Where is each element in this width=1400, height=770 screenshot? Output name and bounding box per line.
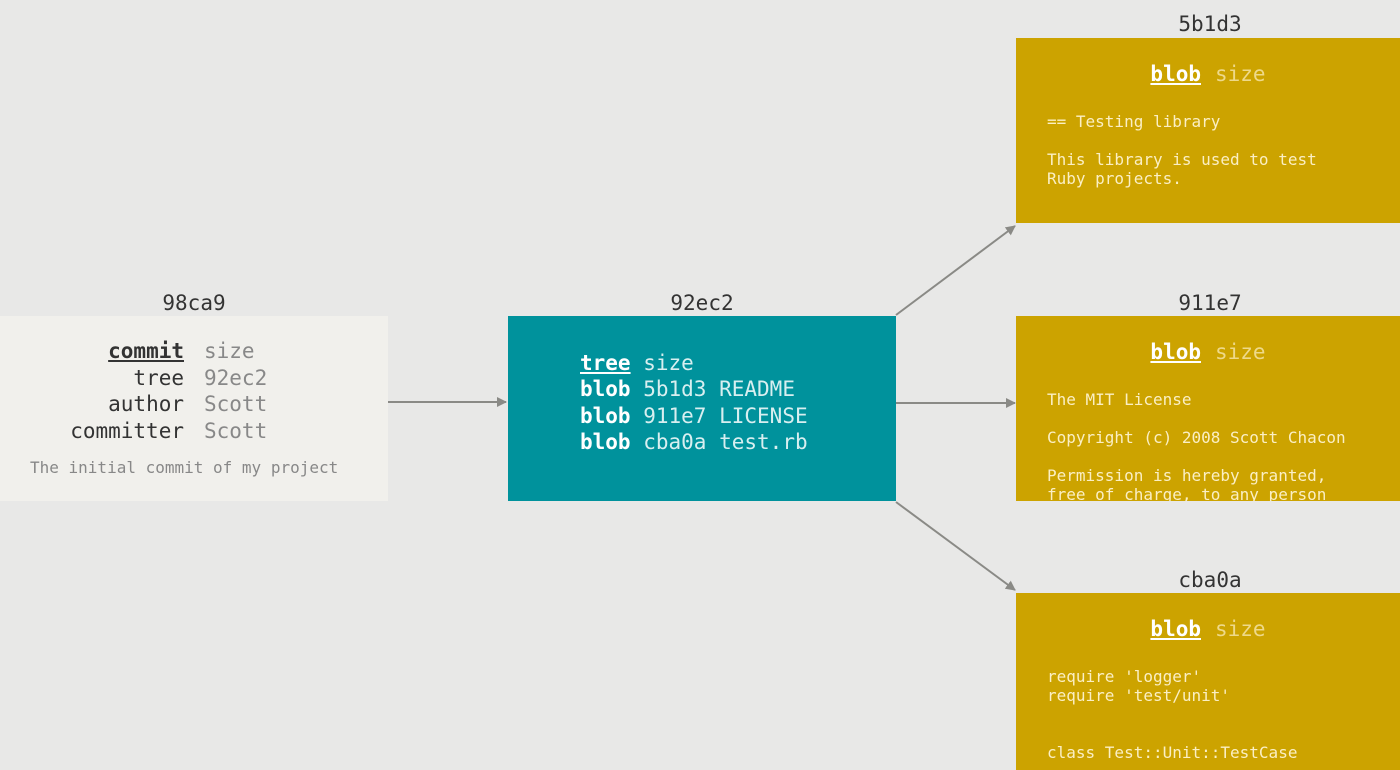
field-value: 92ec2 <box>204 366 268 390</box>
field-label: committer <box>70 419 184 443</box>
blob-content: require 'logger' require 'test/unit' cla… <box>1047 667 1298 762</box>
blob-type: blob <box>1150 617 1201 641</box>
tree-hash: 92ec2 <box>670 291 734 315</box>
blob-content: The MIT License Copyright (c) 2008 Scott… <box>1047 390 1346 501</box>
field-label: author <box>108 392 184 416</box>
blob-type: blob <box>1150 340 1201 364</box>
blob-content: == Testing library This library is used … <box>1047 112 1317 188</box>
field-value: Scott <box>204 392 268 416</box>
blob-hash: cba0a <box>1178 568 1242 592</box>
field-value: Scott <box>204 419 268 443</box>
tree-type: tree <box>580 351 631 375</box>
field-label: tree <box>133 366 184 390</box>
blob-object: blob size == Testing library This library… <box>1016 38 1400 223</box>
commit-hash: 98ca9 <box>162 291 226 315</box>
blob-object: blob size The MIT License Copyright (c) 2… <box>1016 316 1400 501</box>
tree-object: tree size blob 5b1d3 README blob 911e7 L… <box>508 316 896 501</box>
blob-type: blob <box>1150 62 1201 86</box>
blob-object: blob size require 'logger' require 'test/… <box>1016 593 1400 770</box>
blob-hash: 5b1d3 <box>1178 12 1242 36</box>
commit-type: commit <box>108 339 184 363</box>
arrow-tree-to-blob-5b1d3 <box>895 225 1016 316</box>
tree-size: size <box>643 351 694 375</box>
arrow-tree-to-blob-cba0a <box>895 501 1016 591</box>
blob-hash: 911e7 <box>1178 291 1242 315</box>
commit-size: size <box>204 339 255 363</box>
tree-entry: blob cba0a test.rb <box>580 430 808 454</box>
tree-entry: blob 911e7 LICENSE <box>580 404 808 428</box>
blob-size: size <box>1215 62 1266 86</box>
blob-size: size <box>1215 617 1266 641</box>
tree-entry: blob 5b1d3 README <box>580 377 795 401</box>
commit-message: The initial commit of my project <box>30 458 339 477</box>
blob-size: size <box>1215 340 1266 364</box>
